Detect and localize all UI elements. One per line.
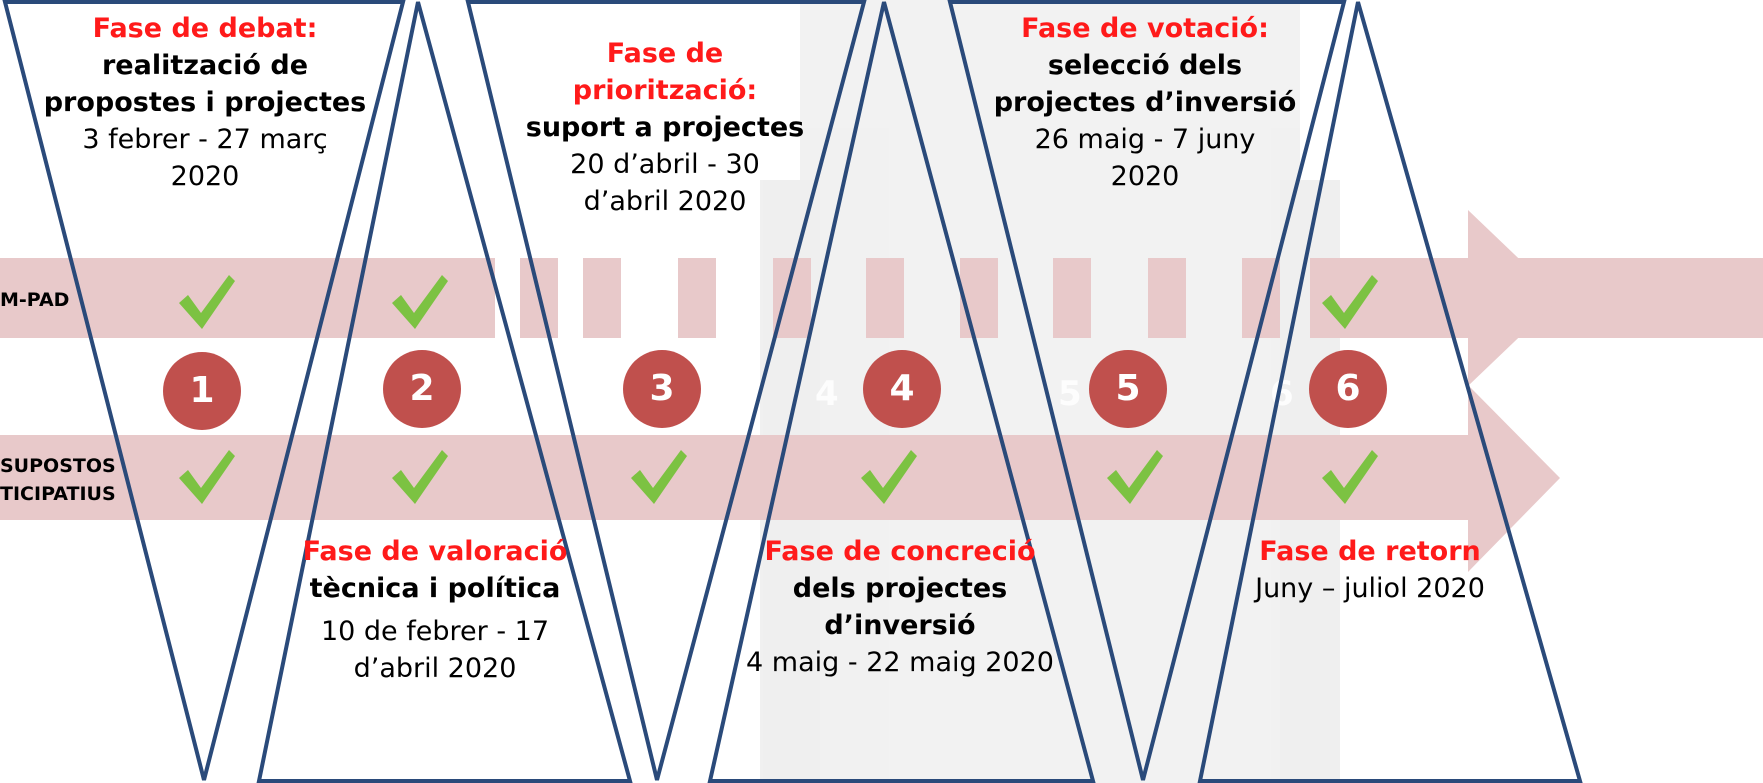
triangle-phase-1	[2, 0, 406, 781]
triangle-phase-3	[465, 0, 867, 781]
check-icon-bottom-phase-3	[631, 450, 687, 504]
phase-4-subtitle-1: dels projectes	[792, 573, 1008, 604]
phase-3-subtitle: suport a projectes	[525, 112, 805, 143]
row-label-bottom: SUPOSTOS TICIPATIUS	[0, 452, 116, 508]
phase-2-title: Fase de valoració	[302, 536, 568, 567]
triangle-phase-6	[1197, 1, 1583, 783]
row-label-bottom-line2: TICIPATIUS	[0, 483, 116, 505]
phase-3-title-1: Fase de	[606, 38, 724, 69]
phase-1-date-1: 3 febrer - 27 març	[82, 124, 328, 155]
phase-circle-5: 5	[1089, 350, 1167, 428]
row-label-bottom-line1: SUPOSTOS	[0, 455, 116, 477]
phase-3-date-1: 20 d’abril - 30	[570, 149, 760, 180]
phase-4-subtitle-2: d’inversió	[824, 610, 976, 641]
ghost-number-5: 5	[1058, 374, 1082, 414]
check-icon-bottom-phase-6	[1322, 450, 1378, 504]
phase-5-date-2: 2020	[1110, 161, 1180, 192]
checkmarks	[179, 275, 1378, 504]
check-icon-bottom-phase-1	[179, 450, 235, 504]
phase-3-text: Fase de priorització: suport a projectes…	[500, 35, 830, 220]
triangle-phase-4	[707, 1, 1096, 783]
phase-1-title: Fase de debat:	[92, 13, 318, 44]
check-icon-bottom-phase-4	[861, 450, 917, 504]
triangle-phase-5	[947, 0, 1347, 781]
row-label-top: M-PAD	[0, 289, 70, 311]
phase-2-subtitle: tècnica i política	[309, 573, 561, 604]
phase-circle-3: 3	[623, 350, 701, 428]
phase-triangles	[2, 0, 1583, 783]
phase-5-date-1: 26 maig - 7 juny	[1034, 124, 1256, 155]
phase-6-title: Fase de retorn	[1259, 536, 1481, 567]
phase-5-text: Fase de votació: selecció dels projectes…	[980, 10, 1310, 195]
phase-6-date: Juny – juliol 2020	[1255, 573, 1485, 604]
check-icon-top-phase-2	[392, 275, 448, 329]
phase-circle-6: 6	[1309, 350, 1387, 428]
check-icon-bottom-phase-2	[392, 450, 448, 504]
phase-5-title: Fase de votació:	[1021, 13, 1269, 44]
phase-3-title-2: priorització:	[572, 75, 758, 106]
phase-2-text: Fase de valoració tècnica i política 10 …	[270, 533, 600, 687]
phase-circle-4: 4	[863, 350, 941, 428]
check-icon-top-phase-6	[1322, 275, 1378, 329]
phase-circle-1: 1	[163, 352, 241, 430]
triangle-phase-2	[256, 1, 633, 783]
check-icon-bottom-phase-5	[1107, 450, 1163, 504]
check-icon-top-phase-1	[179, 275, 235, 329]
phase-5-subtitle-1: selecció dels	[1047, 50, 1243, 81]
ghost-number-4: 4	[815, 374, 839, 414]
phase-2-date-2: d’abril 2020	[353, 653, 517, 684]
phase-2-date-1: 10 de febrer - 17	[320, 616, 549, 647]
phase-4-date: 4 maig - 22 maig 2020	[746, 647, 1054, 678]
phase-4-text: Fase de concreció dels projectes d’inver…	[735, 533, 1065, 681]
phase-5-subtitle-2: projectes d’inversió	[993, 87, 1297, 118]
phase-1-text: Fase de debat: realització de propostes …	[40, 10, 370, 195]
phase-1-subtitle-2: propostes i projectes	[43, 87, 367, 118]
bottom-band-arrow	[0, 385, 1560, 572]
phase-circle-2: 2	[383, 350, 461, 428]
phase-6-text: Fase de retorn Juny – juliol 2020	[1210, 533, 1530, 607]
phase-1-subtitle-1: realització de	[101, 50, 309, 81]
phase-1-date-2: 2020	[170, 161, 240, 192]
phase-3-date-2: d’abril 2020	[583, 186, 747, 217]
phase-4-title: Fase de concreció	[764, 536, 1036, 567]
